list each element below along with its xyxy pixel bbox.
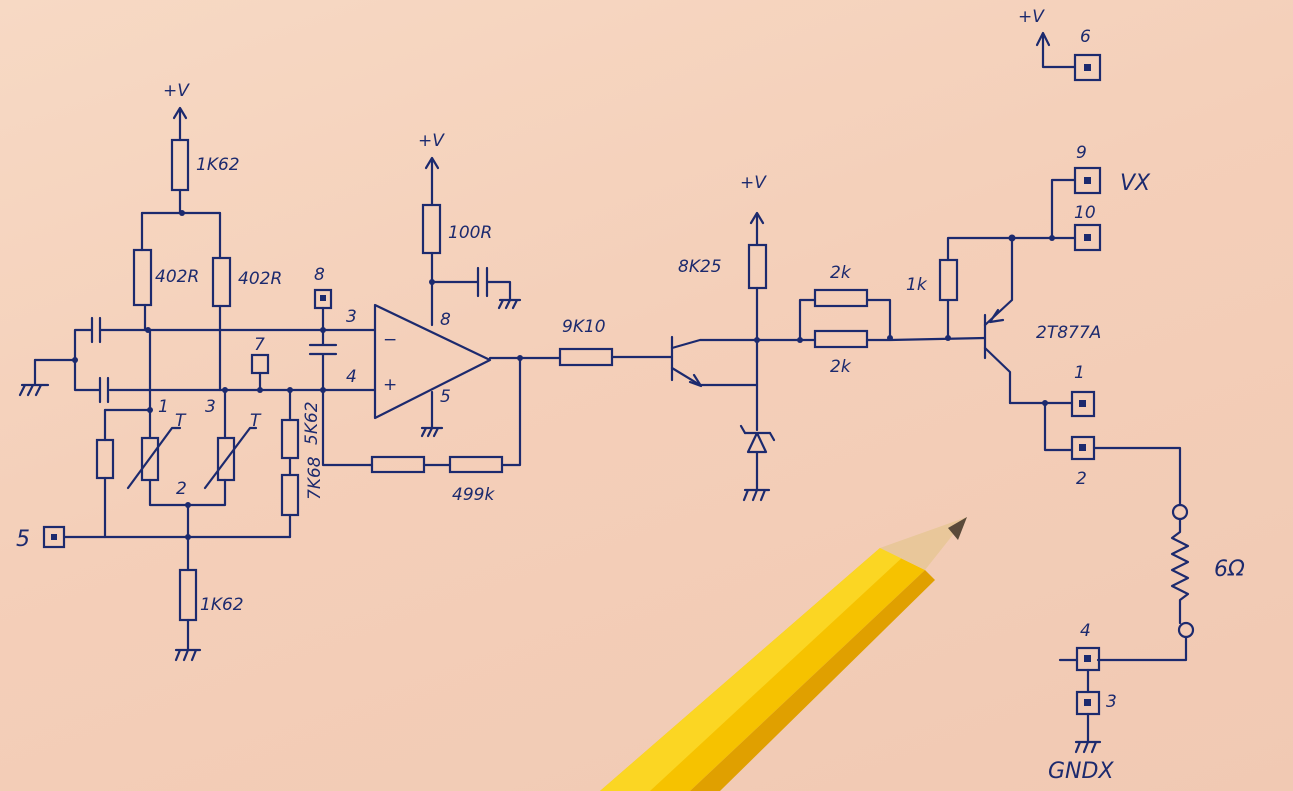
resistor-label-402r-left: 402R	[155, 267, 199, 287]
thermistor-label-right: T	[250, 411, 262, 431]
output-stage: 2k 2k 1k 2T877A	[797, 178, 1101, 405]
terminal-label-4-out: 4	[1080, 621, 1091, 641]
opamp-plus-symbol: +	[383, 375, 397, 395]
resistor-label-1k62-bottom: 1K62	[200, 595, 244, 615]
resistor-label-7k68: 7K68	[305, 456, 325, 500]
ground-icon-left	[18, 358, 50, 397]
resistor-402r-right	[211, 256, 232, 308]
resistor-label-2k-bottom: 2k	[830, 357, 852, 377]
gndx-label: GNDX	[1048, 759, 1114, 784]
resistor-feedback-a	[370, 455, 426, 474]
opamp-minus-symbol: −	[383, 330, 397, 350]
terminal-6	[1073, 53, 1102, 82]
thermistor-label-left: T	[175, 411, 187, 431]
terminal-10	[1073, 223, 1102, 252]
opamp-pin-inv: 3	[346, 307, 357, 327]
terminals-right: +V 6 9 VX 10 1 2 6Ω 4 3 G	[1008, 7, 1245, 784]
resistor-small-left	[95, 438, 115, 480]
bridge-pin-2: 2	[176, 479, 187, 499]
terminal-label-9: 9	[1076, 143, 1087, 163]
terminal-label-6: 6	[1080, 27, 1091, 47]
terminal-label-7: 7	[254, 335, 265, 355]
resistor-label-8k25: 8K25	[678, 257, 722, 277]
zener-diode	[742, 431, 772, 502]
load-connector-bottom	[1177, 621, 1195, 639]
vx-label: VX	[1120, 171, 1151, 196]
resistor-label-2k-top: 2k	[830, 263, 852, 283]
resistor-label-402r-right: 402R	[238, 269, 282, 289]
driver-stage: 9K10 +V 8K25	[558, 173, 802, 502]
load-resistor-6ohm	[1170, 517, 1190, 625]
resistor-2k-bottom	[813, 329, 869, 349]
supply-label-top-left: +V	[163, 81, 190, 101]
resistor-label-1k: 1k	[906, 275, 928, 295]
terminal-label-2-out: 2	[1076, 469, 1087, 489]
opamp-pin-gnd: 5	[440, 387, 451, 407]
load-label: 6Ω	[1214, 557, 1245, 582]
bridge-pin-1: 1	[158, 397, 169, 417]
terminal-1-out	[1070, 390, 1096, 418]
bridge-section: +V 1K62 402R 402R 1 3	[16, 81, 377, 662]
resistor-label-499k: 499k	[452, 485, 495, 505]
terminal-label-8: 8	[314, 265, 325, 285]
resistor-label-5k62: 5K62	[302, 401, 322, 445]
terminal-label-5: 5	[16, 527, 30, 552]
supply-label-opamp: +V	[418, 131, 445, 151]
terminal-label-10: 10	[1074, 203, 1096, 223]
pencil-image	[600, 517, 967, 791]
supply-label-mid: +V	[740, 173, 767, 193]
bridge-pin-3: 3	[205, 397, 216, 417]
ground-icon-bottom	[174, 618, 202, 662]
ground-icon-decoupling	[476, 266, 522, 310]
resistor-label-9k10: 9K10	[562, 317, 606, 337]
resistor-label-1k62-top: 1K62	[196, 155, 240, 175]
terminal-5	[42, 525, 66, 549]
resistor-7k68	[280, 473, 300, 517]
resistor-label-100r: 100R	[448, 223, 492, 243]
resistor-5k62	[280, 418, 300, 460]
resistor-1k62-bottom	[178, 568, 198, 622]
ground-icon-output	[1074, 712, 1102, 754]
opamp-pin-noninv: 4	[346, 367, 357, 387]
resistor-402r-left	[132, 248, 153, 307]
terminal-label-1-out: 1	[1074, 363, 1085, 383]
transistor-label: 2T877A	[1036, 323, 1101, 343]
op-amp: − + 3 4 8 5 +V 100R 499k	[346, 131, 562, 505]
resistor-499k	[448, 455, 504, 474]
load-connector-top	[1171, 503, 1189, 521]
ground-icon-opamp	[420, 390, 444, 438]
opamp-pin-supply: 8	[440, 310, 451, 330]
resistor-2k-top	[813, 288, 869, 308]
resistor-100r	[421, 203, 442, 255]
resistor-1k	[938, 258, 959, 302]
resistor-8k25	[747, 243, 768, 290]
resistor-1k62-top	[170, 138, 190, 192]
terminal-label-3-out: 3	[1106, 692, 1117, 712]
terminal-9	[1073, 166, 1102, 195]
terminal-7	[250, 353, 270, 375]
supply-label-top-right: +V	[1018, 7, 1045, 27]
resistor-9k10	[558, 347, 614, 367]
